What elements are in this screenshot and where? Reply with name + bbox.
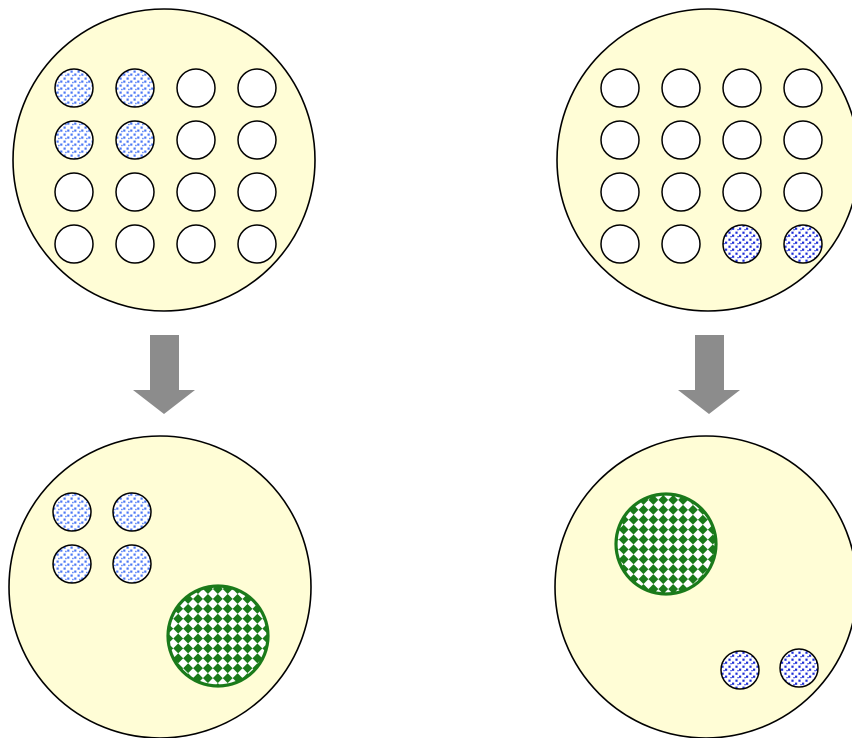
left-top-plate-disc: [12, 8, 316, 312]
filled-well: [722, 224, 762, 264]
large-colony: [614, 492, 718, 596]
empty-well: [176, 172, 216, 212]
empty-well: [54, 172, 94, 212]
empty-well: [661, 120, 701, 160]
empty-well: [600, 224, 640, 264]
left-down-arrow: [133, 335, 195, 414]
small-colony: [52, 544, 92, 584]
empty-well: [54, 224, 94, 264]
empty-well: [783, 172, 823, 212]
filled-well: [115, 68, 155, 108]
left-well-grid: [54, 68, 277, 264]
empty-well: [237, 224, 277, 264]
filled-well: [783, 224, 823, 264]
right-well-grid: [600, 68, 823, 264]
small-colony: [779, 648, 819, 688]
empty-well: [237, 120, 277, 160]
right-bottom-plate-disc: [554, 435, 852, 738]
empty-well: [600, 120, 640, 160]
right-top-plate: [556, 8, 852, 312]
empty-well: [600, 68, 640, 108]
right-bottom-plate: [554, 435, 852, 738]
empty-well: [661, 172, 701, 212]
empty-well: [176, 120, 216, 160]
empty-well: [783, 68, 823, 108]
empty-well: [115, 172, 155, 212]
small-colony: [112, 544, 152, 584]
empty-well: [115, 224, 155, 264]
empty-well: [783, 120, 823, 160]
small-colony: [112, 492, 152, 532]
small-colony: [52, 492, 92, 532]
right-down-arrow: [678, 335, 740, 414]
empty-well: [237, 172, 277, 212]
empty-well: [722, 120, 762, 160]
small-colony: [720, 650, 760, 690]
filled-well: [115, 120, 155, 160]
left-top-plate: [12, 8, 316, 312]
empty-well: [661, 68, 701, 108]
empty-well: [176, 68, 216, 108]
large-colony: [166, 584, 270, 688]
empty-well: [176, 224, 216, 264]
empty-well: [661, 224, 701, 264]
filled-well: [54, 68, 94, 108]
right-top-plate-disc: [556, 8, 852, 312]
left-bottom-plate-disc: [8, 435, 312, 738]
left-bottom-plate: [8, 435, 312, 738]
empty-well: [722, 68, 762, 108]
filled-well: [54, 120, 94, 160]
empty-well: [237, 68, 277, 108]
empty-well: [722, 172, 762, 212]
empty-well: [600, 172, 640, 212]
